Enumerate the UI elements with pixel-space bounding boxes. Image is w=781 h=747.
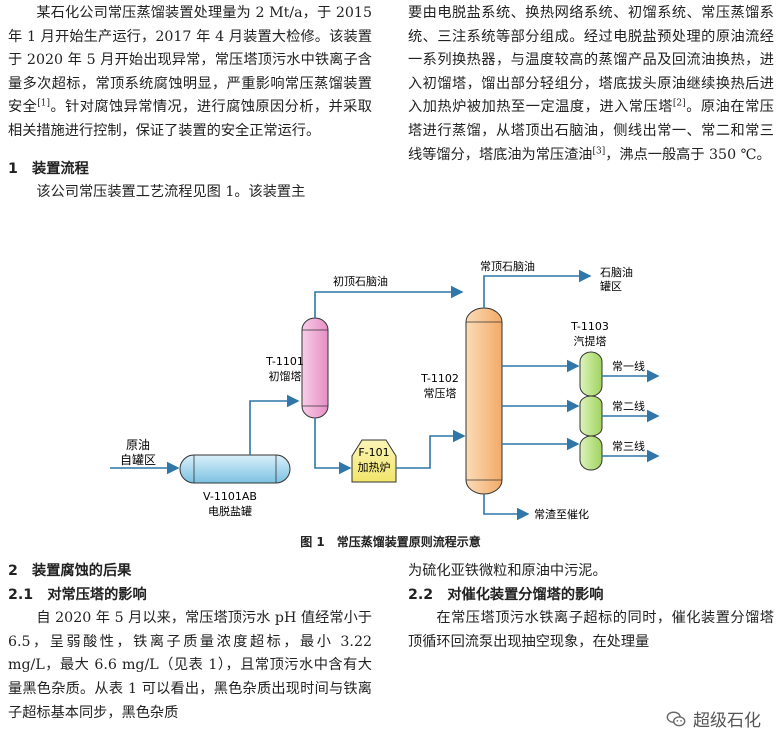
line2-label: 常二线	[612, 399, 645, 413]
line1-label: 常一线	[612, 359, 645, 373]
stripper-name: 汽提塔	[574, 334, 607, 348]
crude-feed: 原油 自罐区	[110, 438, 180, 475]
desalter-id: V-1101AB	[203, 490, 257, 503]
section-2-1-paragraph: 自 2020 年 5 月以来，常压塔顶污水 pH 值经常小于 6.5，呈弱酸性，…	[8, 610, 372, 721]
desalter-name: 电脱盐罐	[208, 504, 252, 518]
atmospheric-tower: T-1102 常压塔	[420, 307, 503, 495]
left-column-top: 某石化公司常压蒸馏装置处理量为 2 Mt/a，于 2015 年 1 月开始生产运…	[8, 2, 372, 205]
section-2-2-title: 2.2 对催化装置分馏塔的影响	[408, 586, 604, 603]
watermark: 超级石化	[665, 706, 761, 731]
residue-label: 常渣至催化	[534, 507, 589, 521]
desalter-vessel: V-1101AB 电脱盐罐	[179, 454, 291, 518]
ref-3: [3]	[592, 145, 606, 156]
right-column-top: 要由电脱盐系统、换热网络系统、初馏系统、常压蒸馏系统、三注系统等部分组成。经过电…	[408, 2, 774, 167]
preflash-top-line	[314, 285, 464, 318]
process-text-c: ，沸点一般高于 350 ℃。	[605, 146, 771, 163]
crude-label-1: 原油	[126, 438, 150, 452]
figure-caption: 图 1 常压蒸馏装置原则流程示意	[300, 535, 481, 549]
process-text-a: 要由电脱盐系统、换热网络系统、初馏系统、常压蒸馏系统、三注系统等部分组成。经过电…	[408, 5, 774, 116]
right-column-bottom: 为硫化亚铁微粒和原油中污泥。 2.2 对催化装置分馏塔的影响 在常压塔顶污水铁离…	[408, 560, 774, 654]
furnace-name: 加热炉	[358, 461, 391, 474]
stripper-tower: T-1103 汽提塔	[570, 320, 609, 471]
watermark-text: 超级石化	[693, 711, 761, 731]
intro-paragraph: 某石化公司常压蒸馏装置处理量为 2 Mt/a，于 2015 年 1 月开始生产运…	[8, 2, 372, 144]
left-column-bottom: 2 装置腐蚀的后果 2.1 对常压塔的影响 自 2020 年 5 月以来，常压塔…	[8, 560, 372, 725]
ref-1: [1]	[37, 98, 51, 109]
preflash-top-label: 初顶石脑油	[333, 274, 388, 288]
preflash-tower: T-1101 初馏塔	[265, 317, 329, 419]
wechat-icon	[666, 710, 686, 726]
stripper-id: T-1103	[570, 320, 609, 333]
crude-label-2: 自罐区	[120, 453, 156, 467]
atm-top-line	[483, 269, 592, 308]
process-flow-diagram: 原油 自罐区 V-1101AB 电脱盐罐 T-1101 初馏塔 初顶石脑油 F-…	[110, 259, 660, 521]
section-2-2-paragraph: 在常压塔顶污水铁离子超标的同时，催化装置分馏塔顶循环回流泵出现抽空现象，在处理量	[408, 610, 774, 650]
ref-2: [2]	[672, 98, 686, 109]
atm-top-label: 常顶石脑油	[480, 259, 535, 273]
desalter-to-preflash-line	[249, 394, 300, 455]
section-1-paragraph: 该公司常压装置工艺流程见图 1。该装置主	[36, 184, 306, 201]
section-2-1-title: 2.1 对常压塔的影响	[8, 586, 147, 603]
intro-text-tail: 。针对腐蚀异常情况，进行腐蚀原因分析，并采取相关措施进行控制，保证了装置的安全正…	[8, 99, 372, 139]
continued-paragraph: 为硫化亚铁微粒和原油中污泥。	[408, 563, 607, 579]
naphtha-tank-label-1: 石脑油	[600, 265, 633, 279]
section-1-title: 1 装置流程	[8, 160, 89, 177]
furnace-id: F-101	[358, 446, 389, 459]
atm-name: 常压塔	[424, 387, 457, 400]
atm-id: T-1102	[420, 372, 459, 385]
section-2-title: 2 装置腐蚀的后果	[8, 563, 132, 579]
process-paragraph: 要由电脱盐系统、换热网络系统、初馏系统、常压蒸馏系统、三注系统等部分组成。经过电…	[408, 2, 774, 167]
residue-line	[483, 494, 530, 521]
furnace-to-atm-line	[396, 429, 466, 469]
naphtha-tank-label-2: 罐区	[600, 280, 622, 293]
process-text-b: 。原油在常压塔进行蒸馏，从塔顶出石脑油，侧线出常一、常二和常三线等馏分，塔底油为…	[408, 99, 774, 163]
line3-label: 常三线	[612, 439, 645, 453]
preflash-to-furnace-line	[314, 418, 352, 475]
heater-furnace: F-101 加热炉	[351, 439, 397, 483]
intro-text: 某石化公司常压蒸馏装置处理量为 2 Mt/a，于 2015 年 1 月开始生产运…	[8, 5, 372, 116]
preflash-id: T-1101	[265, 355, 304, 368]
preflash-name: 初馏塔	[269, 369, 302, 383]
